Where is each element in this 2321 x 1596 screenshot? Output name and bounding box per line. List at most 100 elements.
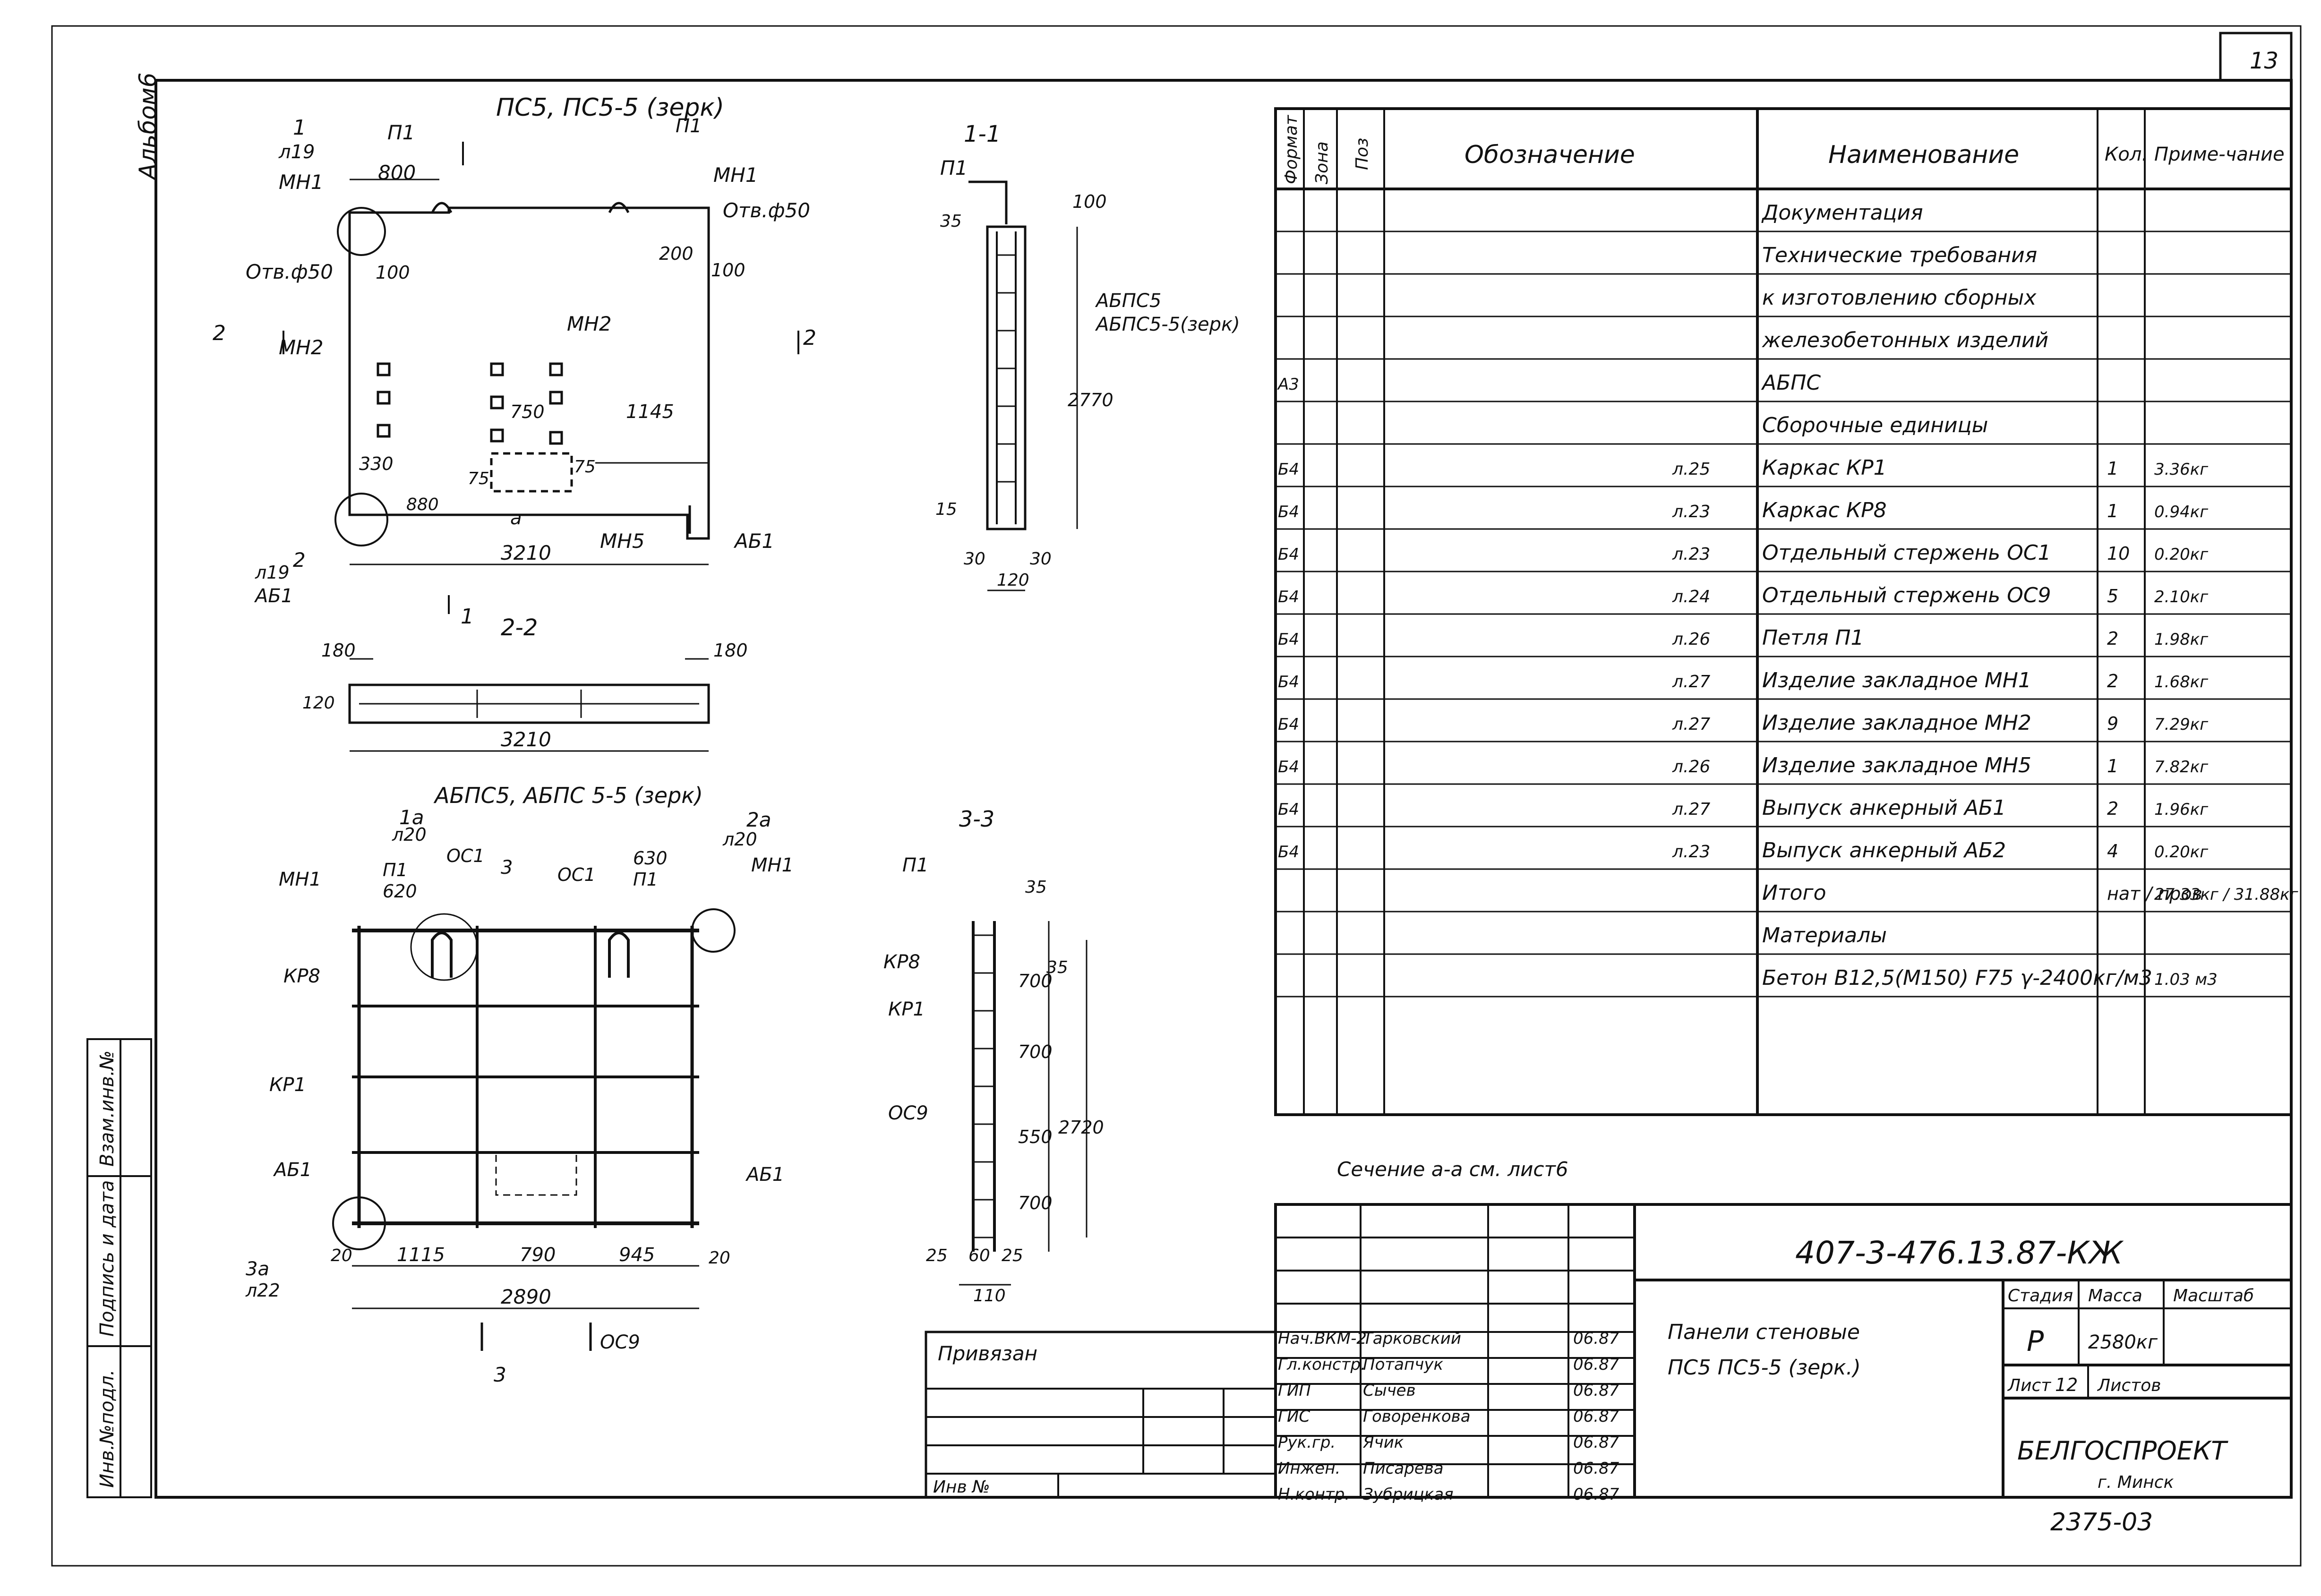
panel-title: ПС5, ПС5-5 (зерк) bbox=[496, 94, 724, 122]
dim-880: 880 bbox=[406, 495, 439, 514]
signature-name: Говоренкова bbox=[1363, 1407, 1471, 1426]
dim-180-b: 180 bbox=[713, 640, 748, 661]
spec-cell-qty: 1 bbox=[2107, 756, 2118, 777]
dim-330: 330 bbox=[359, 453, 394, 474]
outer-border bbox=[51, 25, 2302, 1567]
lbl-kr1-33: КР1 bbox=[888, 999, 925, 1020]
mass-label: Масса bbox=[2088, 1286, 2142, 1306]
lbl-ab1-left: АБ1 bbox=[254, 585, 293, 607]
section-11-title: 1-1 bbox=[964, 121, 1001, 147]
lbl-mn2-left: МН2 bbox=[279, 336, 324, 359]
spec-cell-format: Б4 bbox=[1278, 843, 1299, 862]
signature-name: Потапчук bbox=[1363, 1355, 1443, 1374]
section-22-title: 2-2 bbox=[501, 615, 538, 641]
spec-cell-designation: л.25 bbox=[1672, 460, 1710, 479]
spec-cell-note: 1.03 м3 bbox=[2154, 970, 2218, 989]
dim-25-a: 25 bbox=[926, 1246, 948, 1265]
dim-2720: 2720 bbox=[1058, 1117, 1104, 1138]
doc-code: 407-3-476.13.87-КЖ bbox=[1795, 1235, 2124, 1271]
signature-date: 06.87 bbox=[1573, 1381, 1619, 1400]
spec-cell-note: 1.96кг bbox=[2154, 800, 2209, 819]
spec-cell-name: Каркас КР1 bbox=[1762, 456, 1887, 480]
page-number: 13 bbox=[2250, 48, 2278, 74]
signature-name: Зубрицкая bbox=[1363, 1485, 1454, 1504]
signature-role: Рук.гр. bbox=[1278, 1433, 1336, 1452]
dim-3210-a: 3210 bbox=[501, 541, 551, 564]
dim-75-b: 75 bbox=[574, 457, 596, 477]
spec-cell-name: Отдельный стержень ОС1 bbox=[1762, 541, 2051, 565]
dim-35-33b: 35 bbox=[1046, 958, 1068, 977]
dim-100-11: 100 bbox=[1072, 191, 1107, 212]
lbl-mark2-right: 2 bbox=[803, 326, 816, 350]
spec-cell-format: Б4 bbox=[1278, 503, 1299, 521]
spec-cell-name: Петля П1 bbox=[1762, 626, 1864, 650]
dim-60: 60 bbox=[968, 1246, 990, 1265]
dim-75-a: 75 bbox=[468, 469, 489, 488]
lbl-p1-cage-right: П1 bbox=[633, 869, 658, 890]
dim-550: 550 bbox=[1018, 1127, 1053, 1147]
spec-cell-format: Б4 bbox=[1278, 588, 1299, 606]
sheet-label: Лист bbox=[2007, 1376, 2051, 1395]
spec-cell-designation: л.23 bbox=[1672, 502, 1710, 521]
dim-35-33a: 35 bbox=[1025, 878, 1047, 897]
lbl-mark1-bottom: 1 bbox=[461, 605, 474, 629]
spec-cell-qty: 4 bbox=[2107, 841, 2118, 862]
spec-cell-name: АБПС bbox=[1761, 371, 1821, 395]
lbl-ablc5: АБПС5 bbox=[1095, 290, 1161, 312]
dim-120-11: 120 bbox=[997, 571, 1029, 590]
page-number-box bbox=[2219, 32, 2293, 82]
section-note: Сечение а-а см. лист6 bbox=[1337, 1158, 1568, 1181]
title-line1: Панели стеновые bbox=[1668, 1320, 1860, 1344]
lbl-mark3-top: 3 bbox=[501, 857, 513, 879]
hdr-designation: Обозначение bbox=[1465, 141, 1635, 169]
spec-cell-format: Б4 bbox=[1278, 715, 1299, 734]
signature-date: 06.87 bbox=[1573, 1329, 1619, 1348]
spec-cell-name: Бетон В12,5(М150) F75 γ-2400кг/м3 bbox=[1762, 966, 2152, 990]
dim-25-b: 25 bbox=[1002, 1246, 1023, 1265]
lbl-ab1-cage-left: АБ1 bbox=[273, 1159, 312, 1181]
signature-date: 06.87 bbox=[1573, 1407, 1619, 1426]
dim-620: 620 bbox=[383, 881, 417, 902]
signature-role: ГИП bbox=[1278, 1381, 1311, 1400]
lbl-mn5: МН5 bbox=[600, 529, 645, 553]
spec-cell-qty: 1 bbox=[2107, 458, 2118, 479]
spec-cell-note: 3.36кг bbox=[2154, 460, 2209, 479]
lbl-p1-cage: П1 bbox=[383, 860, 408, 880]
signature-role: Гл.констр. bbox=[1278, 1355, 1366, 1374]
lbl-a: а bbox=[510, 507, 522, 529]
signature-role: Н.контр. bbox=[1278, 1485, 1350, 1504]
spec-cell-note: 7.82кг bbox=[2154, 758, 2209, 777]
spec-cell-name: Сборочные единицы bbox=[1762, 413, 1988, 437]
spec-cell-qty: 10 bbox=[2107, 543, 2130, 564]
signature-role: ГИС bbox=[1278, 1407, 1310, 1426]
spec-cell-qty: 9 bbox=[2107, 713, 2118, 734]
spec-cell-name: Итого bbox=[1762, 881, 1826, 905]
lbl-mn1-cage-left: МН1 bbox=[279, 869, 321, 890]
dim-100-a: 100 bbox=[376, 262, 410, 283]
lbl-l19-top: л19 bbox=[278, 141, 315, 163]
lbl-os9-bottom: ОС9 bbox=[600, 1331, 640, 1353]
lbl-otv-right: Отв.ф50 bbox=[723, 199, 810, 222]
section-33 bbox=[959, 921, 1088, 1286]
hdr-format: Формат bbox=[1282, 115, 1301, 184]
hdr-qty: Кол. bbox=[2105, 144, 2148, 165]
dim-700-a: 700 bbox=[1018, 971, 1053, 991]
spec-cell-note: 27.33кг / 31.88кг bbox=[2154, 885, 2299, 904]
privyazan-label: Привязан bbox=[938, 1342, 1037, 1365]
cage-drawing bbox=[332, 908, 736, 1351]
lbl-os9-33: ОС9 bbox=[888, 1102, 928, 1124]
dim-15: 15 bbox=[935, 500, 957, 519]
lbl-ablc55: АБПС5-5(зерк) bbox=[1095, 314, 1240, 335]
dim-20-a: 20 bbox=[331, 1246, 352, 1265]
spec-cell-qty: 5 bbox=[2107, 586, 2118, 606]
side-podpis: Подпись и дата bbox=[96, 1180, 118, 1337]
inv-no-label: Инв № bbox=[933, 1477, 990, 1497]
dim-1115: 1115 bbox=[397, 1244, 445, 1266]
dim-1145: 1145 bbox=[626, 401, 674, 423]
spec-cell-note: 0.94кг bbox=[2154, 503, 2209, 521]
section-22 bbox=[348, 658, 710, 752]
lbl-ab1-right: АБ1 bbox=[733, 529, 774, 553]
spec-cell-qty: 2 bbox=[2107, 628, 2118, 649]
